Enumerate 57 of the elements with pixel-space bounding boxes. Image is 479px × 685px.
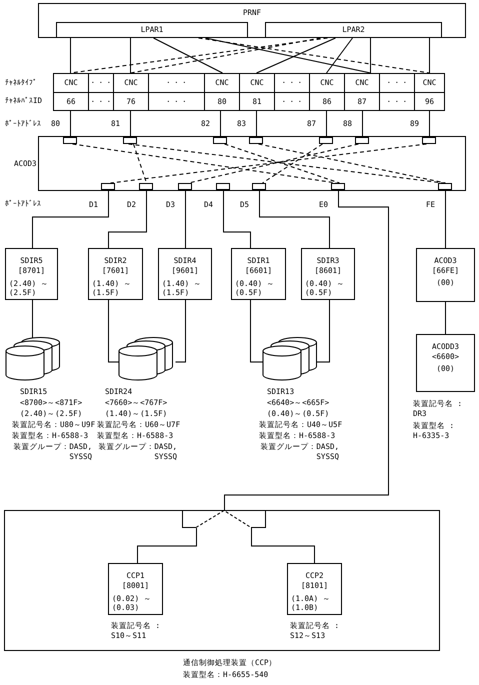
channel-table-column <box>113 73 149 111</box>
connector-line <box>429 110 430 138</box>
connector-line <box>362 110 363 138</box>
channel-table-column <box>379 73 415 111</box>
channel-table-column <box>53 73 89 111</box>
channel-table-column <box>274 73 310 111</box>
connector-line <box>198 38 430 74</box>
connector-line <box>251 528 315 564</box>
system-box <box>38 3 466 38</box>
device-box <box>158 248 212 300</box>
device-box <box>88 248 143 300</box>
connector-line <box>220 110 221 138</box>
connector-line <box>256 38 336 74</box>
connector-line <box>250 300 264 362</box>
connector-line <box>133 144 147 184</box>
connector-line <box>205 38 371 74</box>
device-box <box>416 248 475 302</box>
channel-table-column <box>88 73 114 111</box>
channel-table-column <box>309 73 345 111</box>
connector-line <box>326 38 353 74</box>
partition-box <box>56 22 248 38</box>
connector-line <box>258 144 446 184</box>
device-box <box>301 248 355 300</box>
connector-line <box>224 144 340 184</box>
connector-line <box>72 144 337 184</box>
connector-line <box>370 38 371 74</box>
connector-line <box>70 38 71 74</box>
connector-line <box>188 144 359 184</box>
connector-line <box>445 302 446 334</box>
connector-line <box>256 110 257 138</box>
connector-line <box>130 38 131 74</box>
connector-line <box>130 110 131 138</box>
connector-line <box>185 190 186 248</box>
connector-line <box>316 300 330 362</box>
connector-line <box>137 528 197 564</box>
channel-table-column <box>204 73 240 111</box>
connector-line <box>108 300 120 362</box>
device-box <box>5 248 58 300</box>
connector-line <box>32 300 33 338</box>
channel-table-column <box>239 73 275 111</box>
connector-line <box>259 190 330 248</box>
connector-line <box>223 190 251 248</box>
connector-line <box>130 38 321 74</box>
connector-line <box>445 190 446 248</box>
connector-line <box>429 38 430 74</box>
connector-line <box>153 38 223 74</box>
connector-line <box>70 110 71 138</box>
connector-line <box>262 144 323 184</box>
partition-box <box>265 22 442 38</box>
channel-table-column <box>414 73 445 111</box>
channel-table-column <box>344 73 380 111</box>
connector-line <box>32 190 109 248</box>
connector-line <box>224 190 389 510</box>
connector-line <box>108 190 147 248</box>
connector-line <box>175 300 186 362</box>
connector-line <box>326 110 327 138</box>
device-box <box>231 248 286 300</box>
